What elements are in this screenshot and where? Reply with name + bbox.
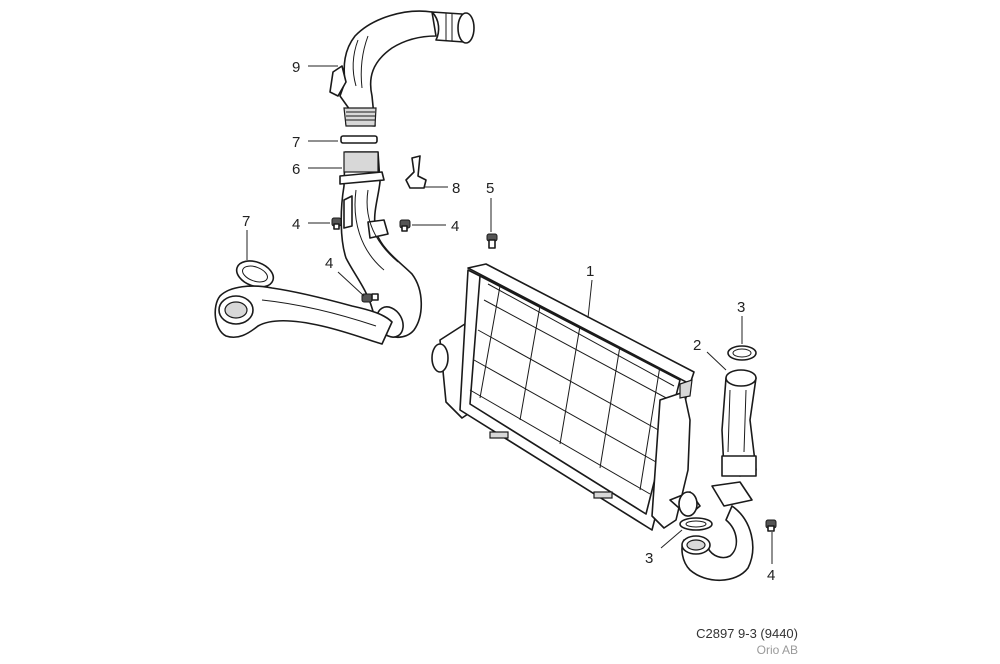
lower-left-curved-hose [214, 285, 393, 345]
clamp-strip [340, 135, 378, 144]
callout-4-lower: 4 [325, 255, 333, 272]
callout-3-upper: 3 [737, 299, 745, 316]
ring-clamp-left [235, 260, 275, 288]
screw-part-5 [486, 233, 498, 249]
screw-right [399, 219, 411, 232]
bracket [405, 155, 427, 189]
callout-3-lower: 3 [645, 550, 653, 567]
upper-intake-hose [329, 10, 475, 127]
callout-4-bottom-right: 4 [767, 567, 775, 584]
ring-clamp-right-lower [679, 517, 713, 531]
callout-5: 5 [486, 180, 494, 197]
callout-7-top: 7 [292, 134, 300, 151]
right-charge-hose [711, 369, 757, 507]
callout-6: 6 [292, 161, 300, 178]
callout-labels: 9 7 6 8 5 4 4 7 4 1 3 2 3 4 [242, 59, 775, 584]
callout-4-left: 4 [292, 216, 300, 233]
screw-left [331, 217, 342, 230]
callout-2: 2 [693, 337, 701, 354]
company-name: Orio AB [756, 643, 798, 657]
middle-charge-hose [339, 151, 423, 339]
intercooler [431, 263, 701, 531]
callout-9: 9 [292, 59, 300, 76]
leader-lines [246, 65, 773, 564]
lower-right-elbow-hose [681, 505, 754, 581]
callout-4-right: 4 [451, 218, 459, 235]
callout-1: 1 [586, 263, 594, 280]
ring-clamp-right-upper [727, 345, 757, 361]
diagram-caption: C2897 9-3 (9440) Orio AB [696, 626, 798, 658]
callout-8: 8 [452, 180, 460, 197]
screw-bottom-right [765, 519, 777, 532]
diagram-code: C2897 9-3 (9440) [696, 626, 798, 641]
screw-lower [361, 293, 379, 303]
callout-7-left: 7 [242, 213, 250, 230]
